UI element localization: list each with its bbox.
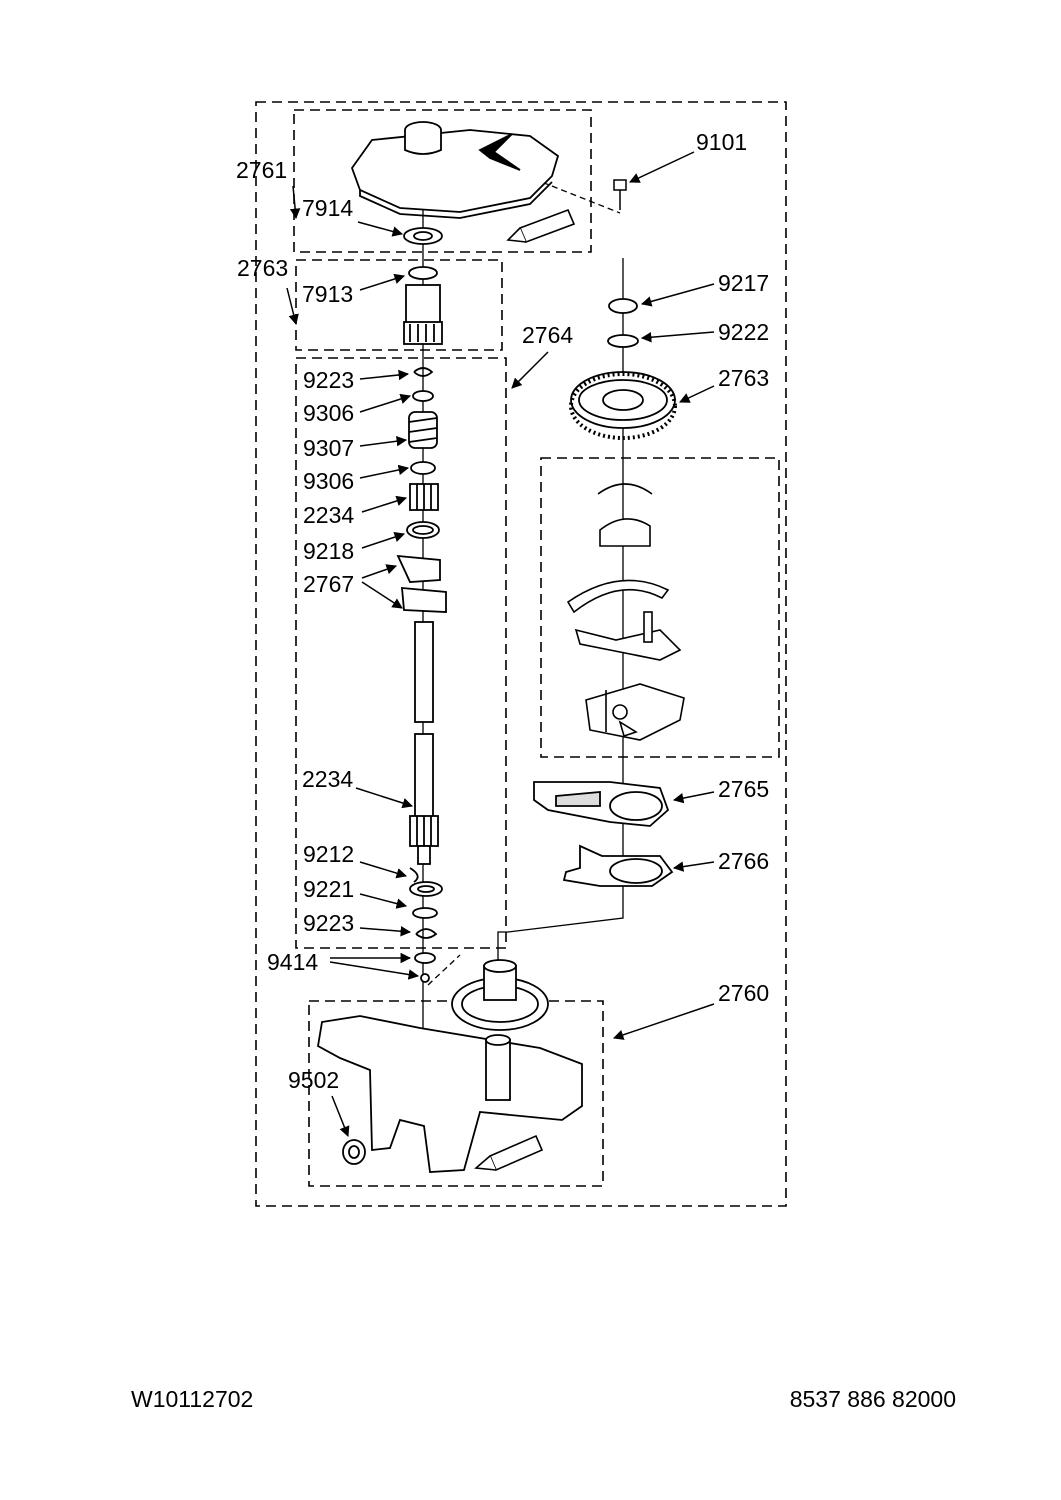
callout-9414-ball: 9414 [267, 949, 318, 975]
drive-gear-stack [569, 298, 677, 440]
callout-2764-shaft-group: 2764 [522, 322, 573, 348]
shift-group-box [540, 457, 780, 758]
actuator-2766 [562, 844, 674, 887]
callout-9307-spring: 9307 [303, 435, 354, 461]
transmission-cover [350, 121, 560, 219]
bushing-7914 [403, 227, 443, 245]
model-code: 8537 886 82000 [789, 1386, 956, 1412]
callout-7913-bearing: 7913 [302, 281, 353, 307]
shaft-stack-parts [396, 367, 447, 983]
callout-2234-shaft: 2234 [302, 766, 353, 792]
seal-9502 [342, 1139, 366, 1165]
callout-2766-actuator: 2766 [718, 848, 769, 874]
grease-tube-bottom [474, 1134, 544, 1172]
callout-9218-washer: 9218 [303, 538, 354, 564]
grease-tube-top [506, 208, 576, 244]
shaft-group-box [295, 357, 507, 949]
callout-9502-seal: 9502 [288, 1067, 339, 1093]
callout-9101-screw: 9101 [696, 129, 747, 155]
callout-9306-washer-lower: 9306 [303, 468, 354, 494]
callout-9221-washer: 9221 [303, 876, 354, 902]
bearing-group-box [295, 259, 503, 351]
center-lines [422, 174, 624, 1070]
document-number: W10112702 [131, 1386, 254, 1412]
callout-2761-cover: 2761 [236, 157, 287, 183]
callout-2767-clutch: 2767 [303, 571, 354, 597]
callout-2763-drive-gear: 2763 [718, 365, 769, 391]
callout-2763-bearing-group: 2763 [237, 255, 288, 281]
callout-2760-gearcase: 2760 [718, 980, 769, 1006]
callout-9222-washer: 9222 [718, 319, 769, 345]
shift-mechanism [566, 483, 685, 741]
callout-2765-shift-lever: 2765 [718, 776, 769, 802]
callout-7914-bushing: 7914 [302, 195, 353, 221]
cover-group-box [293, 109, 592, 253]
callout-labels: 2761 7914 9101 2763 7913 2764 9223 9306 … [236, 129, 769, 1093]
callout-9223-ring-top: 9223 [303, 367, 354, 393]
callout-2234-pinion: 2234 [303, 502, 354, 528]
callout-9212-clip: 9212 [303, 841, 354, 867]
bearing-7913 [403, 266, 443, 345]
callout-9306-washer-top: 9306 [303, 400, 354, 426]
callout-9223-ring-bottom: 9223 [303, 910, 354, 936]
callout-9217-ring: 9217 [718, 270, 769, 296]
gearcase-2760 [317, 959, 583, 1173]
outer-assembly-box [255, 101, 787, 1207]
screw-9101 [613, 179, 627, 210]
shift-lever-2765 [533, 781, 670, 827]
leader-arrows [286, 151, 715, 1137]
